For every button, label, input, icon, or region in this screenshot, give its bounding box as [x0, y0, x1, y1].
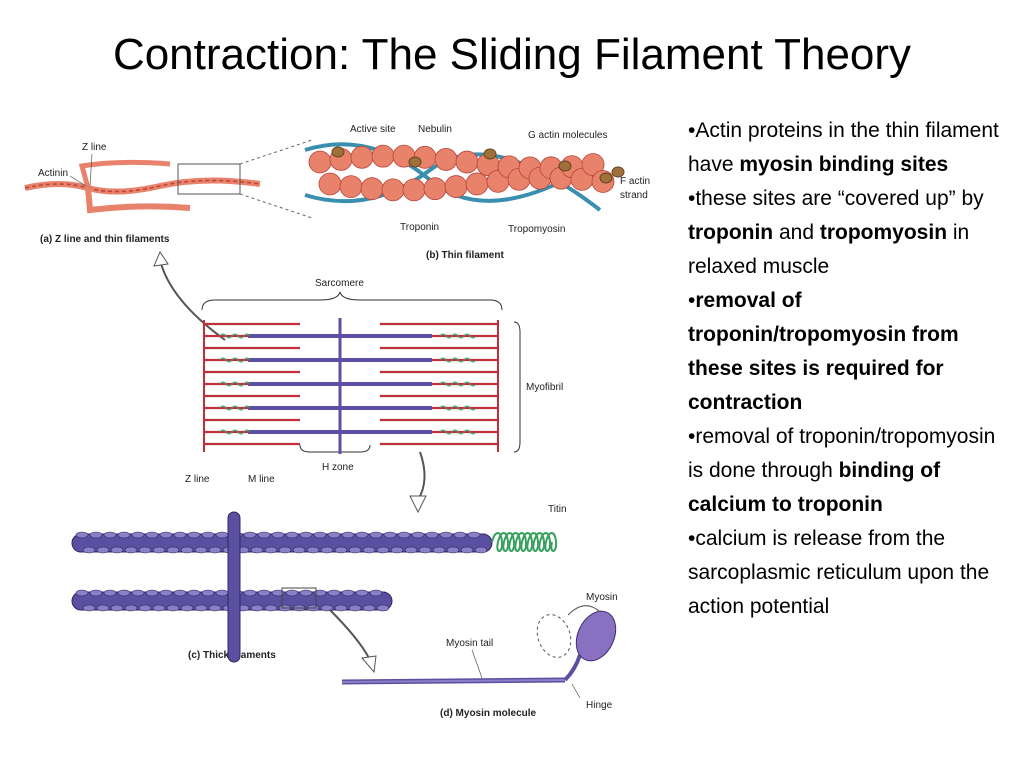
- caption-a: (a) Z line and thin filaments: [40, 234, 170, 245]
- bullet-bold-text: myosin binding sites: [739, 153, 949, 176]
- label-f-actin-strand: strand: [620, 190, 648, 201]
- panel-b-thin-filament: Nebulin G actin molecules F actin strand…: [304, 124, 650, 261]
- label-h-zone: H zone: [322, 462, 354, 473]
- sarcomere-diagram: Sarcomere Myofibril H zone Z line M line: [185, 278, 563, 485]
- bullet-text: and: [773, 221, 820, 244]
- label-active-site: Active site: [350, 124, 396, 135]
- bullet-text: •Actin proteins in the thin filament hav…: [688, 119, 999, 176]
- bullet-text: •calcium is release from the sarcoplasmi…: [688, 527, 990, 618]
- panel-c-thick-filaments: Titin (c) Thick filaments: [71, 504, 567, 663]
- bullet-text: •removal of troponin/tropomyosin is done…: [688, 425, 996, 482]
- bullet-item: •these sites are “covered up” by troponi…: [688, 182, 1008, 284]
- label-z-line-a: Z line: [82, 142, 107, 153]
- bullet-bold-text: tropomyosin: [819, 221, 948, 244]
- label-actinin: Actinin: [38, 168, 68, 179]
- label-tropomyosin: Tropomyosin: [508, 224, 565, 235]
- bullet-item: •removal of troponin/tropomyosin from th…: [688, 284, 1008, 420]
- bullet-bold-text: removal of troponin/tropomyosin from the…: [688, 289, 959, 414]
- label-myosin-tail: Myosin tail: [446, 638, 493, 649]
- bullet-text: in relaxed muscle: [688, 221, 970, 278]
- label-nebulin: Nebulin: [418, 124, 452, 135]
- label-myofibril: Myofibril: [526, 382, 563, 393]
- label-sarcomere: Sarcomere: [315, 278, 364, 289]
- bullet-list: •Actin proteins in the thin filament hav…: [688, 114, 1008, 624]
- sliding-filament-figure: Z line Actinin (a) Z line and thin filam…: [24, 124, 650, 719]
- bullet-bold-text: troponin: [688, 221, 774, 244]
- label-myosin: Myosin: [586, 592, 618, 603]
- caption-d: (d) Myosin molecule: [440, 708, 537, 719]
- bullet-item: •Actin proteins in the thin filament hav…: [688, 114, 1008, 182]
- bullet-bold-text: binding of calcium to troponin: [688, 459, 941, 516]
- caption-b: (b) Thin filament: [426, 250, 504, 261]
- slide-title: Contraction: The Sliding Filament Theory: [112, 30, 912, 79]
- label-titin: Titin: [548, 504, 567, 515]
- panel-d-myosin-molecule: Myosin Myosin tail Hinge (d) Myosin mole…: [341, 592, 618, 719]
- label-hinge: Hinge: [586, 700, 613, 711]
- bullet-text: •: [688, 289, 696, 312]
- label-troponin: Troponin: [400, 222, 439, 233]
- label-m-line: M line: [248, 474, 275, 485]
- bullet-item: •calcium is release from the sarcoplasmi…: [688, 522, 1008, 624]
- label-f-actin: F actin: [620, 176, 650, 187]
- bullet-text: •these sites are “covered up” by: [688, 187, 984, 210]
- label-g-actin: G actin molecules: [528, 130, 607, 141]
- label-z-line: Z line: [185, 474, 210, 485]
- bullet-item: •removal of troponin/tropomyosin is done…: [688, 420, 1008, 522]
- panel-a-z-line: Z line Actinin (a) Z line and thin filam…: [24, 142, 261, 245]
